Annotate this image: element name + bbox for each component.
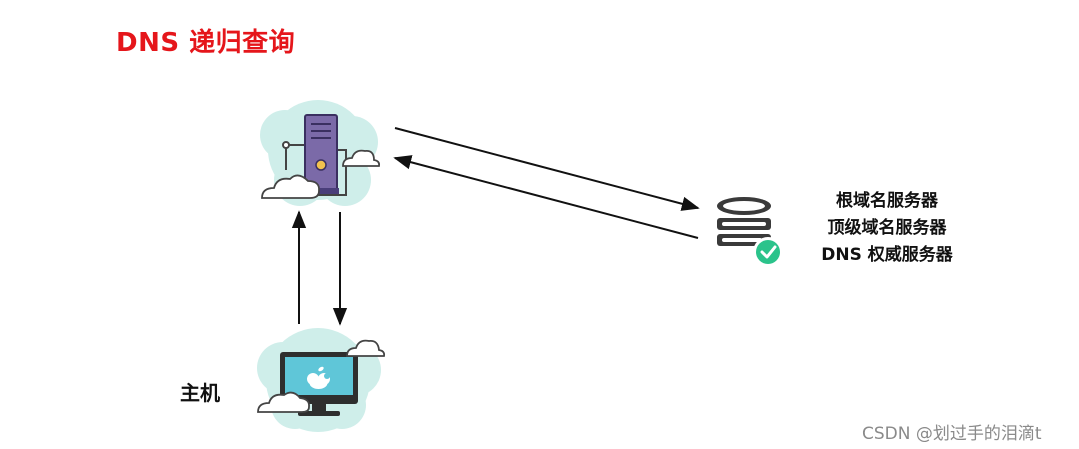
host-label: 主机 xyxy=(180,381,220,405)
tld-server-label: 顶级域名服务器 xyxy=(827,218,947,238)
cloud-server-icon xyxy=(260,100,381,206)
authoritative-server-labels: 根域名服务器 顶级域名服务器 DNS 权威服务器 xyxy=(812,188,962,269)
database-check-icon xyxy=(717,197,783,267)
response-arrow-to-local-dns xyxy=(393,155,699,239)
authoritative-server-label: DNS 权威服务器 xyxy=(821,245,953,265)
cloud-computer-icon xyxy=(257,328,386,432)
watermark: CSDN @划过手的泪滴t xyxy=(862,424,1042,444)
diagram-title: DNS 递归查询 xyxy=(116,28,296,58)
apple-logo-icon xyxy=(307,366,330,389)
query-arrow-to-authoritative xyxy=(394,127,700,211)
root-server-label: 根域名服务器 xyxy=(836,191,938,211)
